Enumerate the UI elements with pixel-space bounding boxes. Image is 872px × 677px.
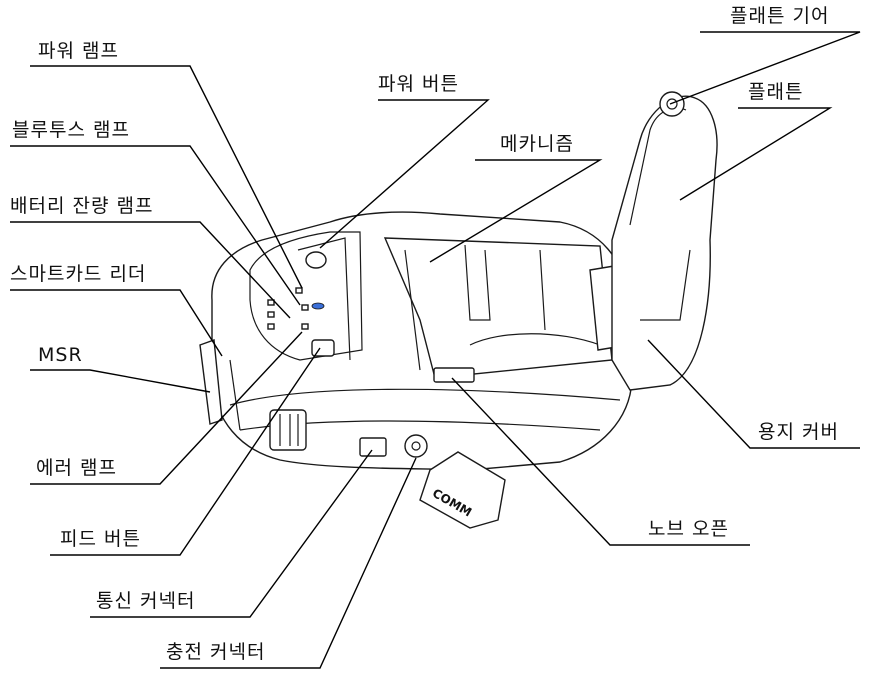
control-panel [249,231,363,361]
comm-connector-shape [359,437,387,457]
label-error-lamp: 에러 램프 [36,457,117,479]
label-battery-lamp: 배터리 잔량 램프 [10,195,154,217]
label-platen-gear: 플래튼 기어 [730,5,830,27]
label-smartcard-reader: 스마트카드 리더 [10,263,147,285]
label-knob-open: 노브 오픈 [648,518,729,540]
feed-button-shape [311,339,335,357]
mechanism-bay [383,237,613,379]
comm-tag [419,451,506,529]
label-platen: 플래튼 [748,81,804,103]
paper-cover-shape [611,95,718,391]
label-paper-cover: 용지 커버 [758,421,839,443]
platen-gear-shape [659,91,685,117]
label-bluetooth-lamp: 블루투스 램프 [12,119,130,141]
knob-open-shape [433,367,475,383]
power-button-shape [305,251,327,269]
charge-connector-shape [404,434,428,458]
label-mechanism: 메카니즘 [500,133,574,155]
label-power-button: 파워 버튼 [378,73,459,95]
label-charge-connector: 충전 커넥터 [166,641,266,663]
label-power-lamp: 파워 램프 [38,40,119,62]
msr-slot [199,339,223,425]
label-feed-button: 피드 버튼 [60,528,141,550]
label-comm-connector: 통신 커넥터 [96,590,196,612]
label-msr: MSR [38,344,83,366]
